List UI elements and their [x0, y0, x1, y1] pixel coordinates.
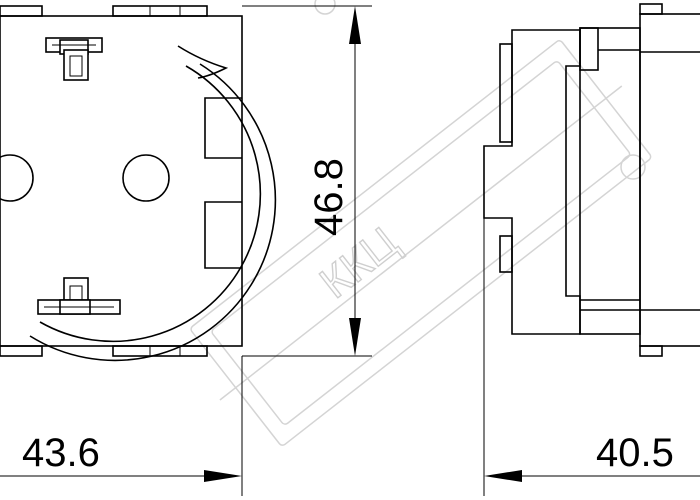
dimension-side-depth: 40.5 [483, 218, 700, 496]
pin-hole-right [122, 154, 170, 202]
dimension-height: 46.8 [242, 5, 372, 357]
arrow-down [349, 318, 361, 356]
side-front-key [499, 235, 513, 273]
watermark: ККЦ [190, 0, 652, 446]
front-bottom-tab [0, 345, 43, 357]
watermark-circle [620, 154, 646, 180]
side-front-flange [499, 43, 513, 143]
side-depth-value: 40.5 [596, 431, 674, 475]
front-side-notch [204, 97, 242, 159]
arrow-right [204, 470, 242, 482]
earth-clip-top [45, 37, 103, 81]
side-middle-top-block [579, 27, 599, 71]
side-view [483, 3, 700, 357]
socket-ring-lip [177, 45, 229, 79]
dimension-front-width: 43.6 [0, 356, 243, 496]
side-middle-column [579, 27, 641, 335]
front-width-value: 43.6 [22, 431, 100, 475]
height-value: 46.8 [307, 158, 351, 236]
earth-clip-bottom [37, 277, 121, 315]
side-rear-block [639, 13, 700, 347]
arrow-up [349, 6, 361, 44]
watermark-circle [314, 0, 336, 15]
front-top-tab [0, 5, 43, 17]
side-bottom-tab [639, 345, 663, 357]
front-side-notch [204, 201, 242, 269]
front-bottom-tab [112, 345, 208, 357]
side-top-tab [639, 3, 663, 15]
socket-outer-ring [29, 63, 277, 362]
watermark-line [219, 85, 623, 401]
arrow-left [484, 470, 522, 482]
pin-hole-left [0, 154, 34, 202]
front-view [0, 5, 277, 362]
front-top-tab [112, 5, 208, 17]
socket-inner-ring [39, 65, 262, 343]
front-body-outline [0, 15, 243, 347]
